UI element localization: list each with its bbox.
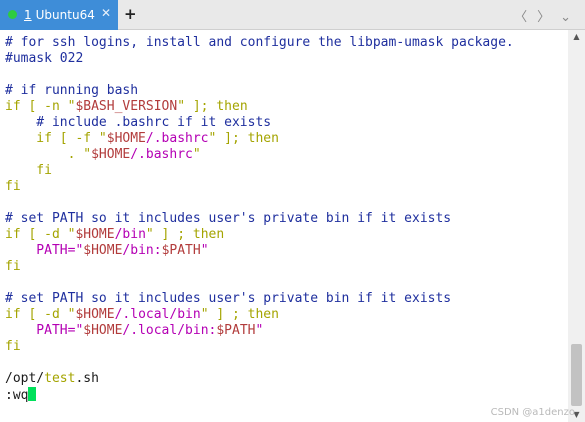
terminal-segment: " ]; then [177, 99, 248, 114]
terminal-output[interactable]: # for ssh logins, install and configure … [0, 30, 568, 422]
new-tab-button[interactable]: + [124, 5, 137, 23]
terminal-line: # set PATH so it includes user's private… [5, 211, 451, 227]
terminal-segment: " ]; then [208, 131, 279, 146]
terminal-segment: if [ -f " [5, 131, 107, 146]
terminal-line: # include .bashrc if it exists [5, 115, 271, 131]
terminal-line: fi [5, 179, 21, 195]
terminal-line: fi [5, 259, 21, 275]
prev-tab-icon[interactable]: 〈 [514, 10, 528, 25]
terminal-segment: $HOME [91, 147, 131, 162]
terminal-segment: PATH=" [5, 323, 84, 338]
terminal-segment: " [192, 147, 201, 162]
terminal-line: #umask 022 [5, 51, 83, 67]
terminal-segment: " ] ; then [200, 307, 279, 322]
terminal-segment: $HOME [83, 323, 123, 338]
terminal-segment: if [ -d " [5, 307, 76, 322]
terminal-line: PATH="$HOME/bin:$PATH" [5, 243, 209, 259]
terminal-line: fi [5, 163, 52, 179]
terminal-segment: PATH=" [5, 243, 84, 258]
terminal-segment: #umask 022 [5, 51, 84, 66]
terminal-segment: " ] ; then [145, 227, 225, 242]
terminal-segment: /.bashrc [145, 131, 209, 146]
terminal-line: # set PATH so it includes user's private… [5, 291, 451, 307]
terminal-line: PATH="$HOME/.local/bin:$PATH" [5, 323, 263, 339]
terminal-line: if [ -d "$HOME/bin" ] ; then [5, 227, 224, 243]
terminal-segment: $HOME [75, 307, 115, 322]
terminal-line: fi [5, 339, 21, 355]
terminal-segment: /.local/bin: [122, 323, 217, 338]
tab-navigation: 〈〉 ⌄ [504, 6, 571, 25]
terminal-line: # for ssh logins, install and configure … [5, 35, 514, 51]
terminal-segment: /opt/ [5, 371, 45, 386]
terminal-segment: " [255, 323, 264, 338]
close-tab-icon[interactable]: ✕ [101, 6, 112, 20]
text-cursor [28, 387, 37, 401]
terminal-segment: fi [5, 259, 21, 274]
terminal-segment: # set PATH so it includes user's private… [5, 211, 452, 226]
tab-number: 1 [24, 8, 32, 22]
scroll-up-icon[interactable]: ▲ [573, 32, 580, 41]
terminal-segment: # include .bashrc if it exists [5, 115, 272, 130]
terminal-segment: $PATH [161, 243, 201, 258]
terminal-segment: $BASH_VERSION [75, 99, 178, 114]
terminal-line: if [ -f "$HOME/.bashrc" ]; then [5, 131, 279, 147]
terminal-segment: /bin [114, 227, 146, 242]
tab-menu-icon[interactable]: ⌄ [560, 10, 571, 25]
terminal-line: . "$HOME/.bashrc" [5, 147, 201, 163]
connected-status-dot-icon [8, 10, 17, 19]
terminal-segment: $HOME [75, 227, 115, 242]
scroll-thumb[interactable] [571, 344, 582, 406]
terminal-line: :wq [5, 387, 37, 403]
next-tab-icon[interactable]: 〉 [537, 10, 551, 25]
terminal-segment: . " [5, 147, 92, 162]
terminal-segment: " [200, 243, 209, 258]
watermark: CSDN @a1denzo [490, 407, 575, 418]
terminal-segment: /.local/bin [114, 307, 201, 322]
terminal-segment: if [ -d " [5, 227, 76, 242]
terminal-line: if [ -n "$BASH_VERSION" ]; then [5, 99, 248, 115]
terminal-segment: fi [5, 179, 21, 194]
terminal-segment: test [44, 371, 76, 386]
terminal-segment: # set PATH so it includes user's private… [5, 291, 452, 306]
terminal-segment: $HOME [106, 131, 146, 146]
terminal-segment: $HOME [83, 243, 123, 258]
tab-label: Ubuntu64 [35, 8, 95, 22]
terminal-segment: fi [5, 163, 52, 178]
terminal-segment: if [ -n " [5, 99, 76, 114]
terminal-segment: # if running bash [5, 83, 139, 98]
terminal-segment: fi [5, 339, 21, 354]
terminal-segment: .sh [75, 371, 99, 386]
terminal-line: /opt/test.sh [5, 371, 99, 387]
terminal-segment: /bin: [122, 243, 162, 258]
terminal-segment: /.bashrc [130, 147, 193, 162]
scroll-down-icon[interactable]: ▼ [573, 410, 580, 419]
vertical-scrollbar[interactable]: ▲ ▼ [568, 30, 585, 422]
terminal-line: if [ -d "$HOME/.local/bin" ] ; then [5, 307, 279, 323]
terminal-segment: # for ssh logins, install and configure … [5, 35, 514, 50]
terminal-segment: :wq [5, 388, 29, 403]
terminal-segment: $PATH [216, 323, 256, 338]
terminal-line: # if running bash [5, 83, 138, 99]
